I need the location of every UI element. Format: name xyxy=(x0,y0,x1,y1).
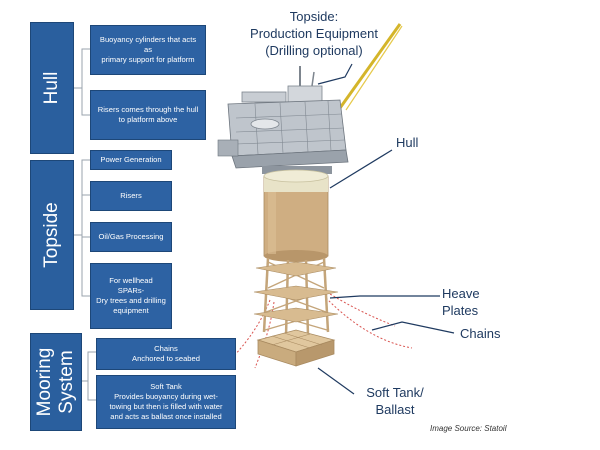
category-mooring: Mooring System xyxy=(30,333,82,431)
category-brackets xyxy=(74,48,96,401)
mooring-item-softtank-line2: Provides buoyancy during wet- xyxy=(114,392,218,401)
category-topside: Topside xyxy=(30,160,74,310)
category-mooring-label: Mooring System xyxy=(34,348,78,417)
mooring-item-softtank: Soft Tank Provides buoyancy during wet- … xyxy=(96,375,236,429)
callout-hull: Hull xyxy=(396,134,446,151)
truss-section xyxy=(253,257,339,337)
heave-plate-2 xyxy=(253,285,339,301)
hull-item-buoyancy: Buoyancy cylinders that acts as primary … xyxy=(90,25,206,75)
hull-item-buoyancy-line1: Buoyancy cylinders that acts as xyxy=(99,35,197,54)
mooring-item-softtank-line3: towing but then is filled with water xyxy=(109,402,223,411)
callout-topside-line3: (Drilling optional) xyxy=(265,43,363,58)
mooring-item-chains-line2: Anchored to seabed xyxy=(132,354,200,363)
topside-item-power: Power Generation xyxy=(90,150,172,170)
leader-heave xyxy=(329,295,440,299)
leader-hull xyxy=(329,149,393,189)
mooring-item-softtank-line1: Soft Tank xyxy=(150,382,182,391)
hull-item-risers-line2: to platform above xyxy=(118,115,178,124)
mooring-item-softtank-line4: and acts as ballast once installed xyxy=(110,412,222,421)
image-source-credit: Image Source: Statoil xyxy=(430,424,507,433)
hull-item-buoyancy-line2: primary support for platform xyxy=(101,55,195,64)
topside-item-wellhead-line1: For wellhead SPARs- xyxy=(109,276,153,295)
heave-plate-1 xyxy=(255,261,337,277)
topside-item-risers: Risers xyxy=(90,181,172,211)
callout-topside-line2: Production Equipment xyxy=(250,26,378,41)
callout-topside: Topside: Production Equipment (Drilling … xyxy=(234,8,394,59)
callout-topside-line1: Topside: xyxy=(289,9,339,24)
callout-chains-text: Chains xyxy=(460,326,501,341)
callout-soft-tank: Soft Tank/ Ballast xyxy=(350,384,440,418)
category-mooring-line2: System xyxy=(56,350,77,414)
topside-item-processing: Oil/Gas Processing xyxy=(90,222,172,252)
callout-softtank-line2: Ballast xyxy=(375,402,415,417)
topside-item-power-line1: Power Generation xyxy=(100,155,162,164)
leader-topside xyxy=(317,63,353,85)
category-topside-label: Topside xyxy=(41,202,62,268)
soft-tank xyxy=(256,329,336,367)
hull-item-risers: Risers comes through the hull to platfor… xyxy=(90,90,206,140)
callout-hull-text: Hull xyxy=(396,135,419,150)
topside-item-wellhead-line3: equipment xyxy=(113,306,149,315)
mooring-item-chains: Chains Anchored to seabed xyxy=(96,338,236,370)
callout-heave-plates: Heave Plates xyxy=(442,285,502,319)
topside-item-processing-line1: Oil/Gas Processing xyxy=(98,232,164,241)
chain-line-4 xyxy=(329,293,396,327)
leader-softtank xyxy=(317,367,355,395)
category-hull: Hull xyxy=(30,22,74,154)
topside-item-wellhead: For wellhead SPARs- Dry trees and drilli… xyxy=(90,263,172,329)
topside-item-wellhead-line2: Dry trees and drilling xyxy=(96,296,166,305)
callout-heave-line1: Heave xyxy=(442,286,480,301)
mooring-bracket xyxy=(82,351,96,401)
category-hull-label: Hull xyxy=(41,71,62,105)
callout-leaders xyxy=(317,63,455,395)
heave-plate-3 xyxy=(253,307,339,323)
topside-modules xyxy=(217,66,349,174)
hull-bracket xyxy=(74,48,90,116)
callout-chains: Chains xyxy=(460,325,520,342)
topside-bracket xyxy=(74,159,90,297)
hull-cylinder xyxy=(263,169,329,262)
mooring-item-chains-line1: Chains xyxy=(154,344,178,353)
category-mooring-line1: Mooring xyxy=(34,347,55,417)
callout-softtank-line1: Soft Tank/ xyxy=(366,385,424,400)
topside-item-risers-line1: Risers xyxy=(120,191,142,200)
leader-chains xyxy=(371,321,455,334)
callout-heave-line2: Plates xyxy=(442,303,479,318)
hull-item-risers-line1: Risers comes through the hull xyxy=(97,105,199,114)
